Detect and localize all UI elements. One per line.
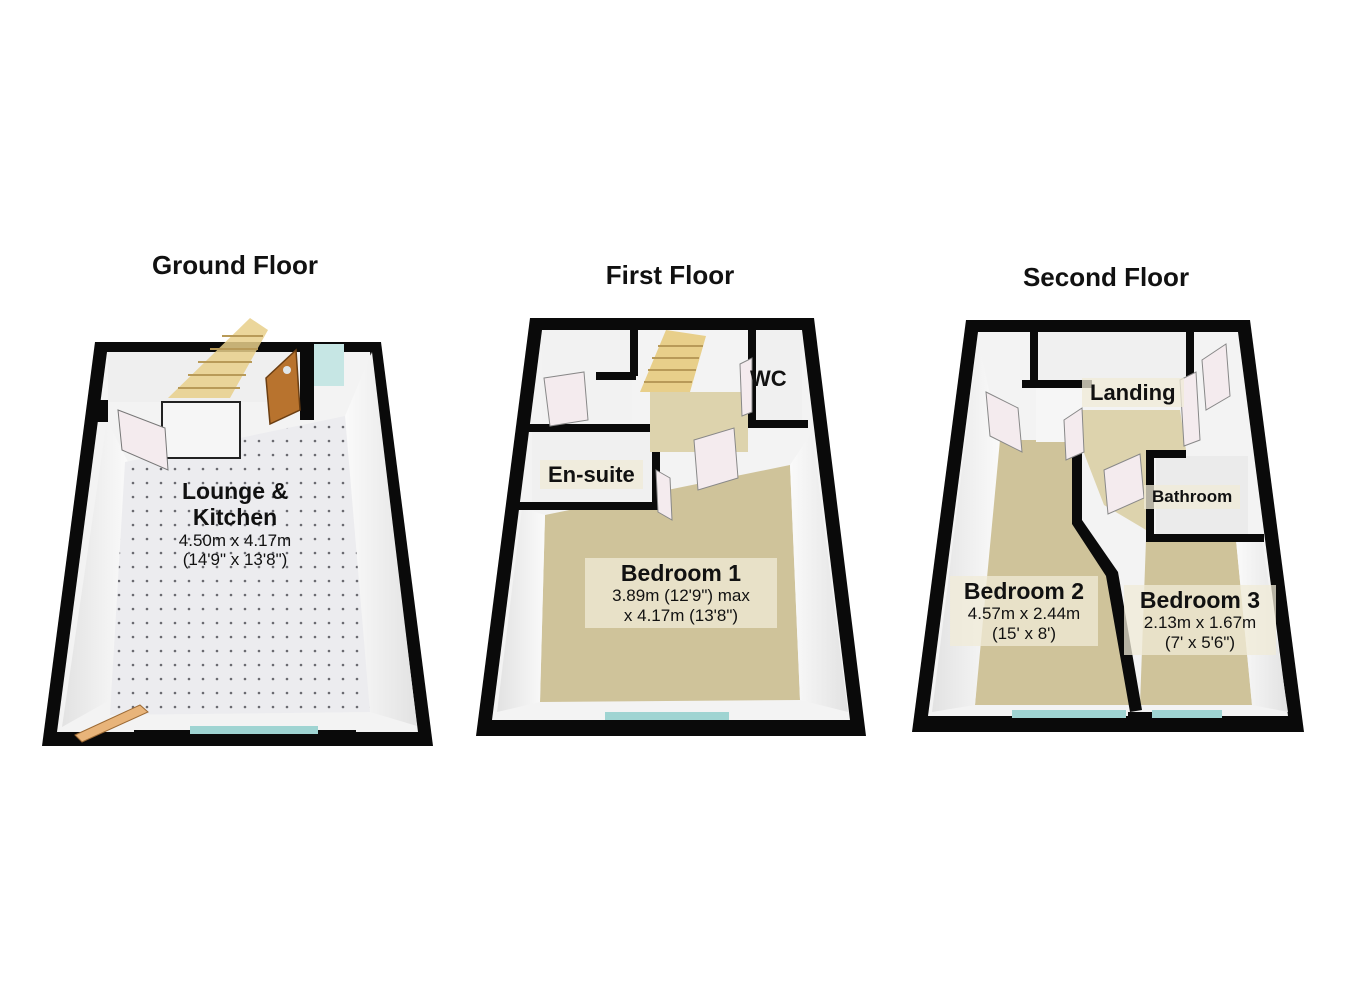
bedroom3-name: Bedroom 3 [1139, 587, 1261, 613]
bedroom1-left-wall-face [497, 508, 545, 712]
back-door-icon [74, 704, 149, 743]
bedroom1-dim-line2: x 4.17m (13'8") [623, 605, 739, 625]
lounge-name-line1: Lounge & [181, 478, 289, 504]
second-floor-title: Second Floor [1022, 262, 1190, 292]
bedroom3-dim-imperial: (7' x 5'6") [1164, 632, 1236, 652]
wc-wall-bottom [748, 420, 808, 428]
bedroom2-dim-metric: 4.57m x 2.44m [967, 604, 1081, 624]
ensuite-door-icon [655, 469, 673, 521]
bedroom1-door-icon [693, 427, 739, 491]
ground-window-bottom [190, 726, 318, 734]
ground-floor-title: Ground Floor [151, 250, 319, 280]
wc-name: WC [750, 366, 787, 391]
front-door-icon [265, 348, 301, 426]
bedroom2-name: Bedroom 2 [963, 578, 1085, 604]
ground-stairs-icon [168, 318, 268, 398]
second-top-wall-mid [1022, 380, 1092, 388]
first-floor-title: First Floor [605, 260, 735, 290]
bedroom3-dim-metric: 2.13m x 1.67m [1143, 613, 1257, 633]
first-cupboard-door-icon [543, 371, 589, 427]
ensuite-wall-top [528, 424, 656, 432]
bedroom1-right-wall-face [790, 432, 848, 712]
ground-floor-plan [42, 318, 433, 746]
first-window-bottom [605, 712, 729, 720]
ground-bottom-wall [134, 730, 190, 746]
lounge-dim-metric: 4.50m x 4.17m [178, 530, 292, 550]
lounge-dim-imperial: (14'9" x 13'8") [182, 550, 288, 570]
second-top-door-icon [1201, 343, 1231, 411]
partition-wall-bottom [1128, 712, 1152, 732]
first-top-wall [630, 326, 638, 376]
first-floor-plan [476, 318, 866, 736]
first-stairs-icon [640, 330, 706, 392]
ground-right-wall-face [345, 352, 417, 726]
bedroom2-dim-imperial: (15' x 8') [991, 623, 1057, 643]
bedroom2-label: Bedroom 2 4.57m x 2.44m (15' x 8') [950, 576, 1098, 646]
lounge-name-line2: Kitchen [192, 504, 278, 531]
ground-tiled-floor [110, 416, 370, 715]
wc-door-icon [739, 357, 753, 417]
ground-partition-wall-2 [300, 342, 314, 420]
ensuite-label: En-suite [540, 460, 643, 490]
ground-window-top [314, 344, 344, 386]
ensuite-wall-right [652, 424, 660, 510]
bedroom1-label: Bedroom 1 3.89m (12'9") max x 4.17m (13'… [585, 558, 777, 628]
bathroom-label: Bathroom [1144, 485, 1241, 509]
wc-room [756, 330, 802, 422]
bedroom1-dim-line1: 3.89m (12'9") max [612, 586, 750, 606]
landing-label: Landing [1082, 378, 1184, 408]
landing-cupboard-door-icon [1063, 407, 1085, 461]
ensuite-name: En-suite [540, 460, 643, 490]
ground-door-icon [117, 409, 169, 471]
ground-partition-wall [96, 400, 108, 422]
bathroom-wall-bottom [1146, 534, 1264, 542]
bathroom-door-icon [1179, 371, 1201, 447]
lounge-kitchen-label: Lounge & Kitchen 4.50m x 4.17m (14'9" x … [160, 478, 310, 570]
ground-bottom-wall-2 [318, 730, 356, 746]
bathroom-wall-top [1146, 450, 1186, 458]
landing-name: Landing [1082, 378, 1184, 408]
bedroom1-name: Bedroom 1 [620, 560, 742, 586]
second-top-wall-left [1030, 326, 1038, 386]
landing-back-wall [1036, 332, 1186, 380]
bedroom3-window [1152, 710, 1222, 718]
wc-label: WC [750, 366, 787, 391]
bathroom-name: Bathroom [1144, 485, 1241, 509]
understairs-cupboard [161, 401, 241, 459]
bedroom2-door-icon [985, 391, 1023, 453]
ground-left-wall-face [62, 420, 128, 727]
bedroom2-window [1012, 710, 1126, 718]
ensuite-wall-bottom [518, 502, 658, 510]
bedroom3-label: Bedroom 3 2.13m x 1.67m (7' x 5'6") [1124, 585, 1276, 655]
first-mid-wall [596, 372, 636, 380]
second-top-wall-right [1186, 326, 1194, 386]
